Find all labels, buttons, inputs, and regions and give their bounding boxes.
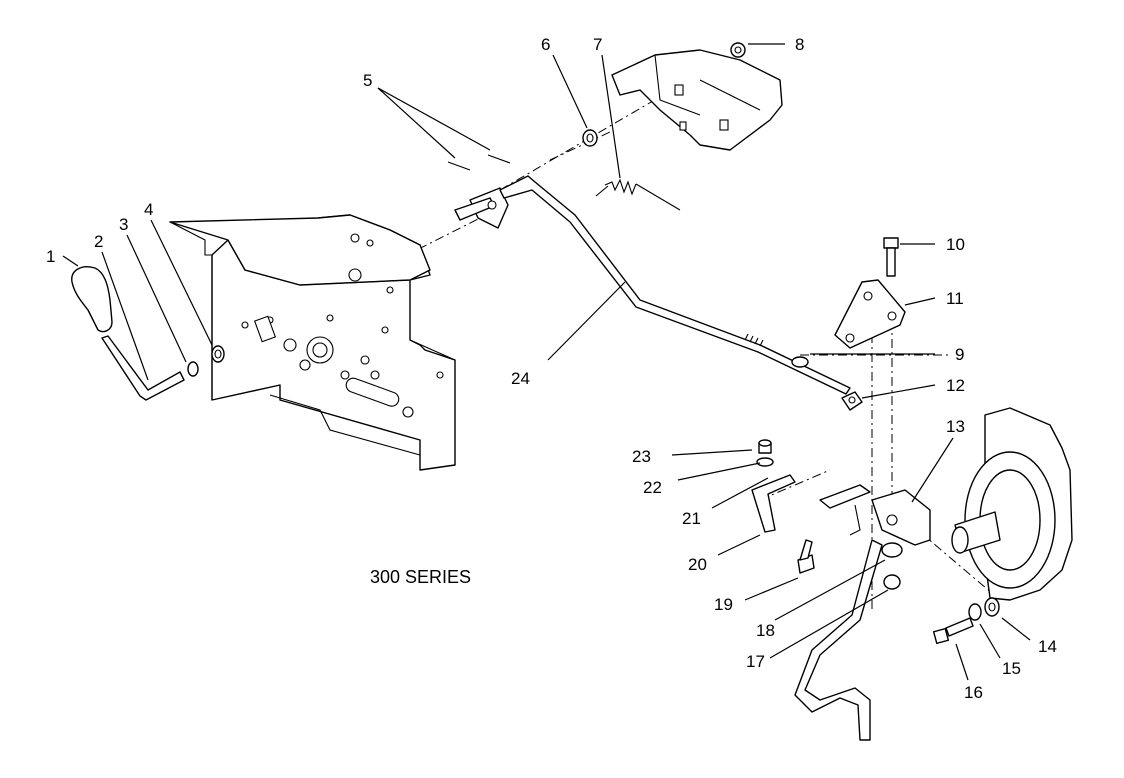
callout-labels: 1 2 3 4 5 6 7 8 9 10 11 12 13 14 15 16 1…: [46, 35, 1057, 702]
callout-3: 3: [119, 215, 128, 234]
callout-21: 21: [682, 509, 701, 528]
rod-swivel: [791, 356, 863, 411]
callout-6: 6: [541, 35, 550, 54]
bolt-19: [797, 539, 815, 574]
plate-11: [834, 279, 906, 349]
callout-10: 10: [946, 235, 965, 254]
series-label: 300 SERIES: [370, 567, 471, 587]
callout-9: 9: [955, 345, 964, 364]
upper-frame-bracket: [611, 42, 783, 151]
callout-13: 13: [946, 417, 965, 436]
callout-16: 16: [964, 683, 983, 702]
callout-2: 2: [94, 232, 103, 251]
callout-19: 19: [714, 595, 733, 614]
callout-4: 4: [144, 200, 153, 219]
control-lever: [101, 335, 185, 401]
callout-22: 22: [643, 478, 662, 497]
callout-11: 11: [946, 289, 964, 308]
callout-7: 7: [593, 35, 602, 54]
nut-and-spacer: [881, 542, 903, 590]
callout-1: 1: [46, 247, 55, 266]
callout-23: 23: [632, 447, 651, 466]
bushing: [582, 129, 598, 147]
pedal-rod: [794, 539, 883, 741]
callout-leaders: [62, 43, 1031, 681]
washers-3-4: [187, 345, 225, 377]
control-panel-plate: [169, 214, 456, 471]
bracket-20-21: [751, 474, 871, 536]
control-knob: [71, 266, 113, 333]
callout-18: 18: [756, 621, 775, 640]
callout-5: 5: [363, 71, 372, 90]
control-rod: [499, 175, 851, 395]
callout-15: 15: [1002, 659, 1021, 678]
callout-24: 24: [511, 369, 530, 388]
bracket-13: [871, 489, 931, 546]
screw-and-washer: [756, 439, 774, 467]
bolt-10: [883, 237, 899, 277]
extension-spring: [595, 178, 681, 211]
callout-20: 20: [688, 555, 707, 574]
pivot-plate-and-pins: [447, 154, 511, 229]
callout-14: 14: [1038, 637, 1057, 656]
callout-12: 12: [946, 376, 965, 395]
transaxle-housing: [951, 407, 1073, 601]
bolt-washer-set: [932, 597, 1000, 645]
callout-17: 17: [746, 652, 765, 671]
callout-8: 8: [795, 35, 804, 54]
